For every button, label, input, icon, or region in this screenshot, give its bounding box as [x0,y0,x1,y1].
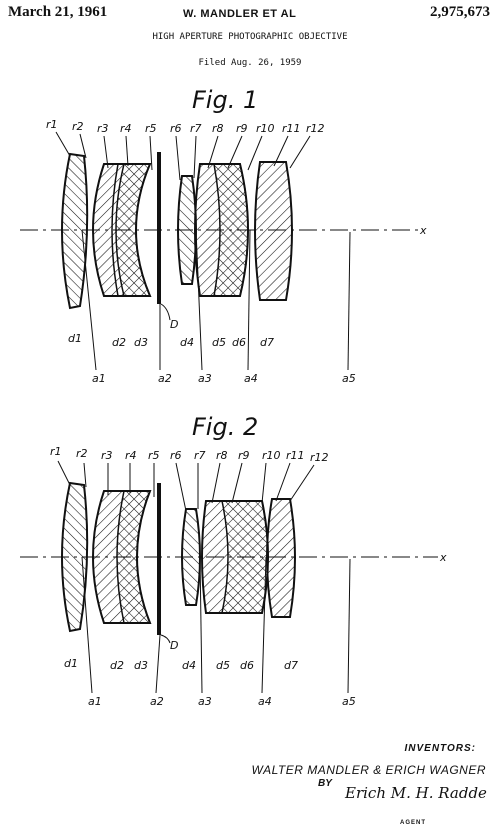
lens-element-1 [61,481,89,633]
radius-label: r7 [194,449,206,462]
spacing-label: a4 [244,372,258,385]
radius-label: r4 [120,122,132,135]
radius-label: r2 [76,447,88,460]
patent-title: HIGH APERTURE PHOTOGRAPHIC OBJECTIVE [152,32,348,42]
thickness-label: d5 [216,659,230,672]
spacing-label: a5 [342,695,356,708]
inventors-block: INVENTORS: WALTER MANDLER & ERICH WAGNER… [0,738,500,838]
radius-label: r7 [190,122,202,135]
cemented-surface-r3 [111,163,119,297]
figure-1-title: Fig. 1 [192,86,258,114]
agent-label: AGENT [400,820,426,826]
thickness-label: d4 [182,659,196,672]
spacing-labels: a1 a2 a3 a4 a5 [88,695,356,708]
figure-2-drawing: Fig. 2 x r1 r2 r3 r4 r5 r6 r7 r8 r9 r10 … [20,413,447,708]
diaphragm-label: D [170,639,178,652]
radius-label: r12 [310,451,329,464]
lens-element-4 [177,175,197,285]
lens-element-1 [61,152,89,310]
radius-label: r4 [125,449,137,462]
spacing-label: a2 [150,695,164,708]
spacing-leaders [81,556,351,694]
spacing-labels: a1 a2 a3 a4 a5 [92,372,356,385]
figure-1: Fig. 1 x r1 r2 r3 r4 r5 r6 r7 r8 r9 r10 … [0,80,500,410]
lens-element-6 [221,500,269,614]
thickness-label: d2 [112,336,126,349]
thickness-label: d4 [180,336,194,349]
radius-label: r9 [236,122,248,135]
radius-label: r10 [256,122,275,135]
thickness-label: d1 [64,657,78,670]
inventor-names: WALTER MANDLER & ERICH WAGNER [251,763,486,777]
inventors-short: W. MANDLER ET AL [183,8,297,20]
thickness-label: d1 [68,332,82,345]
radius-label: r8 [212,122,224,135]
diaphragm-leader [160,634,171,644]
spacing-label: a1 [92,372,106,385]
radius-label: r5 [145,122,157,135]
radius-label: r10 [262,449,281,462]
figure-1-drawing: Fig. 1 x r1 r2 r3 r4 r5 r6 r7 r8 r9 r10 … [20,86,427,385]
axis-label-x: x [419,224,427,237]
radius-label: r6 [170,122,182,135]
thickness-label: d6 [232,336,246,349]
by-label: BY [318,778,332,789]
radius-label: r9 [238,449,250,462]
radius-label: r1 [50,445,62,458]
thickness-label: d7 [284,659,298,672]
radius-labels: r1 r2 r3 r4 r5 r6 r7 r8 r9 r10 r11 r12 [46,118,325,135]
spacing-label: a1 [88,695,102,708]
radius-label: r11 [286,449,305,462]
thickness-label: d5 [212,336,226,349]
diaphragm [157,152,161,304]
spacing-label: a5 [342,372,356,385]
radius-label: r3 [97,122,109,135]
spacing-label: a3 [198,372,212,385]
thickness-label: d7 [260,336,274,349]
axis-label-x: x [439,551,447,564]
thickness-label: d2 [110,659,124,672]
patent-date: March 21, 1961 [8,4,108,20]
patent-number: 2,975,673 [430,4,490,20]
radius-label: r2 [72,120,84,133]
thickness-label: d6 [240,659,254,672]
radius-label: r1 [46,118,58,131]
lens-element-3 [115,163,152,297]
lens-element-3 [116,490,152,624]
radius-label: r12 [306,122,325,135]
lens-element-7 [254,161,293,301]
radius-leaders [55,131,311,181]
radius-label: r6 [170,449,182,462]
spacing-label: a3 [198,695,212,708]
lens-element-6 [213,163,249,297]
radius-labels: r1 r2 r3 r4 r5 r6 r7 r8 r9 r10 r11 r12 [50,445,329,464]
figure-2-title: Fig. 2 [192,413,258,441]
radius-leaders [57,460,315,512]
figure-2: Fig. 2 x r1 r2 r3 r4 r5 r6 r7 r8 r9 r10 … [0,405,500,735]
patent-header: March 21, 1961 W. MANDLER ET AL 2,975,67… [0,0,500,80]
lens-element-7 [266,498,296,618]
filed-date: Filed Aug. 26, 1959 [198,58,302,68]
radius-label: r11 [282,122,301,135]
diaphragm-label: D [170,318,178,331]
diaphragm [157,483,161,635]
spacing-label: a2 [158,372,172,385]
radius-label: r8 [216,449,228,462]
spacing-leaders [81,229,351,371]
inventors-heading: INVENTORS: [404,743,476,754]
thickness-label: d3 [134,336,148,349]
diaphragm-leader [160,303,171,321]
thickness-labels: d1 d2 d3 d4 d5 d6 d7 [64,657,298,672]
thickness-labels: d1 d2 d3 d4 d5 d6 d7 [68,332,274,349]
lens-element-4 [181,508,201,606]
radius-label: r5 [148,449,160,462]
spacing-label: a4 [258,695,272,708]
agent-signature: Erich M. H. Radde [345,784,487,802]
radius-label: r3 [101,449,113,462]
thickness-label: d3 [134,659,148,672]
